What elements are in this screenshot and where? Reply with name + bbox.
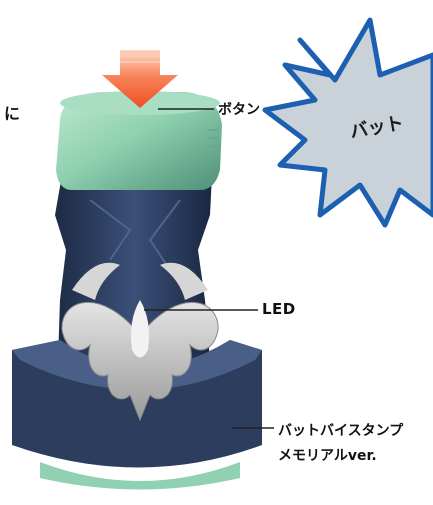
product-name-line2: メモリアルver. [278,448,377,464]
stamp-cap [56,92,222,190]
starburst-badge [262,17,433,228]
led-crest [131,300,149,358]
bat-wing-left-upper [72,262,120,300]
left-cutoff-text: に [4,104,21,123]
press-arrow-lines [120,51,160,63]
body-engraving [89,199,181,271]
led-label: LED [262,300,296,318]
bat-emblem [61,302,219,422]
cap-grip-ridges [208,129,218,155]
button-label: ボタン [218,102,260,118]
bat-wing-right-upper [160,262,208,300]
base-foot [40,462,240,490]
product-name-line1: バットバイスタンプ [278,423,404,439]
base-rim [12,340,262,390]
press-arrow-icon [102,50,178,108]
